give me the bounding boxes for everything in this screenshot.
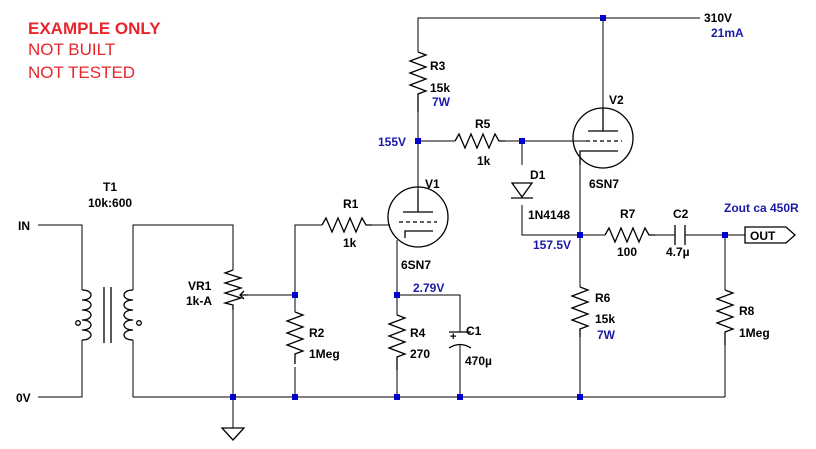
- wire-in: [38, 224, 83, 290]
- junction: [394, 394, 400, 400]
- resistor-r6: [570, 286, 590, 337]
- r8-value: 1Meg: [739, 326, 770, 340]
- t1-dot-primary: [75, 320, 81, 326]
- output-impedance-note: Zout ca 450R: [724, 201, 799, 215]
- t1-primary-coil: [81, 289, 92, 341]
- wire-secondary-top: [132, 224, 234, 290]
- junction: [292, 394, 298, 400]
- wire-cathode1: [396, 240, 461, 332]
- v1-cathode-voltage: 2.79V: [413, 281, 444, 295]
- tube-v1: [387, 186, 449, 248]
- r4-value: 270: [410, 347, 430, 361]
- wires: [38, 17, 745, 428]
- r4-ref: R4: [410, 326, 426, 340]
- wire-0v: [38, 340, 83, 398]
- r6-ref: R6: [595, 291, 611, 305]
- notice-example-only: EXAMPLE ONLY: [28, 19, 161, 38]
- wire-d1-bottom: [521, 205, 580, 236]
- r8-ref: R8: [739, 304, 755, 318]
- junction: [415, 138, 421, 144]
- r7-ref: R7: [620, 207, 636, 221]
- junction: [292, 292, 298, 298]
- junction: [230, 394, 236, 400]
- resistor-r1: [321, 216, 372, 234]
- potentiometer-vr1: [222, 269, 248, 310]
- resistor-r4: [387, 314, 407, 370]
- resistor-r2: [285, 311, 305, 364]
- c1-ref: C1: [466, 324, 482, 338]
- v1-cathode: [404, 230, 433, 238]
- c1-value: 470µ: [465, 354, 492, 368]
- diode-d1: [510, 182, 534, 199]
- resistor-r8: [715, 289, 735, 345]
- junction: [394, 292, 400, 298]
- d1-ref: D1: [530, 168, 546, 182]
- d1-triangle: [510, 182, 534, 199]
- v1-ref: V1: [425, 177, 440, 191]
- out-port-label: OUT: [750, 229, 776, 243]
- vr1-wiper-arrow: [239, 290, 248, 300]
- v2-cathode: [579, 150, 618, 165]
- r5-ref: R5: [475, 117, 491, 131]
- vr1-ref: VR1: [188, 279, 212, 293]
- junction: [519, 138, 525, 144]
- wire-wiper: [248, 224, 322, 296]
- resistor-r5: [454, 132, 505, 150]
- tube-v2: [572, 107, 634, 169]
- out-port-flag: [744, 226, 796, 244]
- v2-value: 6SN7: [589, 177, 619, 191]
- c2-value: 4.7µ: [666, 245, 690, 259]
- r3-value: 15k: [430, 81, 450, 95]
- r2-value: 1Meg: [309, 347, 340, 361]
- vr1-body: [222, 269, 244, 310]
- r7-value: 100: [617, 245, 637, 259]
- junction: [457, 394, 463, 400]
- resistor-r3: [408, 51, 428, 112]
- notice-not-tested: NOT TESTED: [28, 63, 135, 82]
- r6-power: 7W: [597, 328, 616, 342]
- v1-envelope: [387, 186, 449, 248]
- r6-value: 15k: [595, 312, 615, 326]
- v1-value: 6SN7: [401, 258, 431, 272]
- r5-value: 1k: [477, 154, 491, 168]
- d1-value: 1N4148: [528, 208, 570, 222]
- t1-dot-secondary: [136, 320, 142, 326]
- junction: [722, 232, 728, 238]
- junction: [577, 394, 583, 400]
- port-out[interactable]: OUT: [744, 226, 796, 244]
- capacitor-c1: +: [448, 331, 472, 355]
- r3-ref: R3: [430, 59, 446, 73]
- junction: [577, 232, 583, 238]
- resistor-r7: [604, 226, 655, 244]
- t1-ref: T1: [103, 180, 117, 194]
- vr1-value: 1k-A: [186, 294, 212, 308]
- port-in-label: IN: [18, 219, 30, 233]
- v1-anode-voltage: 155V: [378, 135, 406, 149]
- v2-ref: V2: [609, 93, 624, 107]
- supply-voltage: 310V: [704, 11, 732, 25]
- t1-value: 10k:600: [88, 196, 132, 210]
- r2-ref: R2: [309, 326, 325, 340]
- port-0v-label: 0V: [16, 391, 31, 405]
- wire-b-plus: [417, 17, 700, 52]
- notice-not-built: NOT BUILT: [28, 40, 115, 59]
- junction: [600, 15, 606, 21]
- v2-cathode-voltage: 157.5V: [533, 238, 571, 252]
- supply-current: 21mA: [711, 26, 744, 40]
- r3-power: 7W: [432, 95, 451, 109]
- junctions: [230, 15, 728, 400]
- c1-plus-sign: +: [450, 331, 456, 343]
- capacitor-c2: [674, 225, 686, 245]
- ground-symbol: [220, 427, 246, 441]
- r1-value: 1k: [343, 236, 357, 250]
- transformer-t1: [75, 287, 142, 343]
- c2-ref: C2: [673, 207, 689, 221]
- r1-ref: R1: [343, 197, 359, 211]
- t1-secondary-coil: [123, 289, 134, 341]
